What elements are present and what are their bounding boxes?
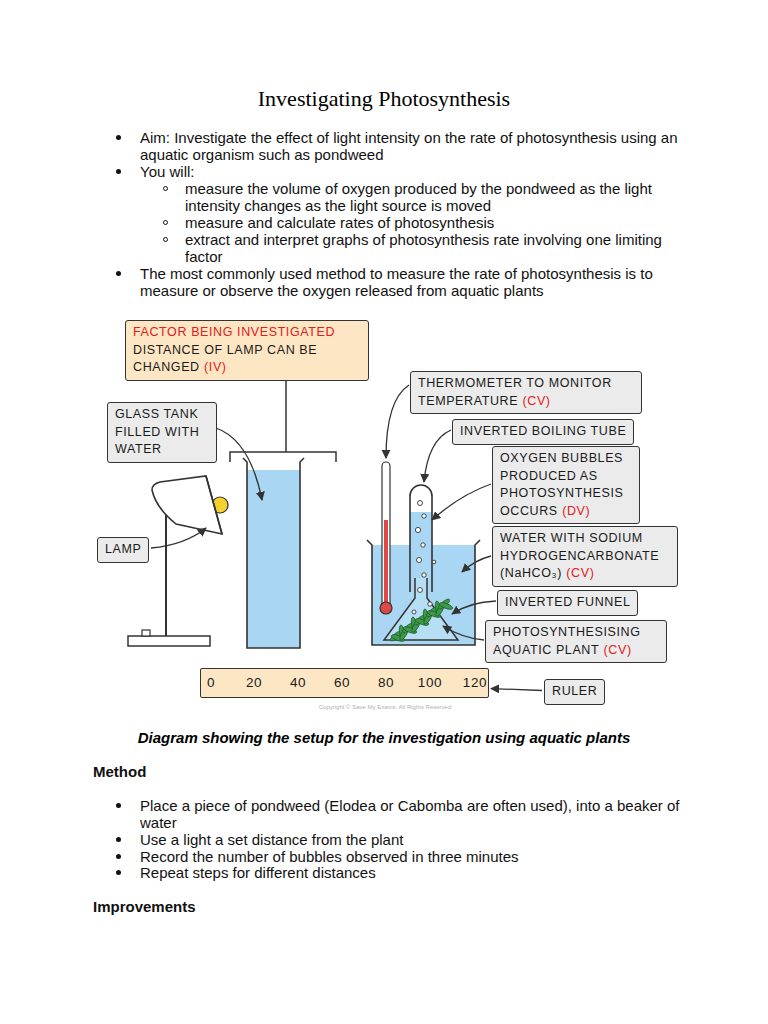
bubble [418, 588, 423, 593]
variable-tag: FACTOR BEING INVESTIGATED [133, 324, 361, 342]
bubble [418, 501, 423, 506]
callout-box: INVERTED FUNNEL [497, 590, 638, 616]
section-heading: Improvements [93, 898, 393, 915]
bullet-text: The most commonly used method to measure… [140, 265, 685, 299]
callout-text: THERMOMETER TO MONITOR TEMPERATURE [418, 376, 612, 408]
bullet-text: Record the number of bubbles observed in… [140, 848, 685, 865]
sub-bullet-text: measure the volume of oxygen produced by… [185, 180, 685, 214]
ruler-number: 40 [290, 674, 306, 692]
leaf [439, 601, 454, 610]
ruler-number: 80 [378, 674, 394, 692]
callout-box: OXYGEN BUBBLES PRODUCED AS PHOTOSYNTHESI… [492, 446, 640, 524]
bubble [422, 514, 426, 518]
sub-bullet-text: measure and calculate rates of photosynt… [185, 214, 685, 231]
figure-caption: Diagram showing the setup for the invest… [0, 729, 768, 747]
watermark: Copyright © Save My Exams. All Rights Re… [300, 703, 470, 711]
variable-tag: (CV) [566, 566, 594, 580]
ruler-number: 60 [334, 674, 350, 692]
funnel-drawing [384, 578, 458, 640]
bubble [428, 602, 432, 606]
bubble [412, 610, 416, 614]
glass-tank-drawing [230, 379, 336, 648]
thermometer-drawing [380, 462, 392, 614]
callout-text: GLASS TANK FILLED WITH WATER [115, 407, 199, 456]
bubble [422, 573, 426, 577]
variable-tag: (CV) [523, 394, 551, 408]
bullet-marker [116, 169, 121, 174]
bubble [432, 560, 436, 564]
connector-arrow [491, 689, 542, 691]
variable-tag: (CV) [604, 643, 632, 657]
bubble [417, 558, 422, 563]
section-heading: Method [93, 763, 393, 780]
callout-box: LAMP [97, 537, 149, 563]
callout-text: INVERTED FUNNEL [505, 595, 630, 609]
bullet-marker [116, 135, 121, 140]
callout-text: OXYGEN BUBBLES PRODUCED AS PHOTOSYNTHESI… [500, 451, 623, 518]
callout-box: WATER WITH SODIUM HYDROGENCARBONATE (NaH… [492, 526, 678, 587]
ruler-number: 100 [418, 674, 442, 692]
ruler-number: 20 [246, 674, 262, 692]
bubble [415, 527, 420, 532]
callout-box: GLASS TANK FILLED WITH WATER [107, 402, 217, 463]
ruler-number: 120 [463, 674, 487, 692]
plant-drawing [389, 598, 453, 643]
sub-bullet-marker [163, 186, 168, 191]
callout-box: THERMOMETER TO MONITOR TEMPERATURE(CV) [410, 371, 642, 414]
callout-box: PHOTOSYNTHESISING AQUATIC PLANT(CV) [485, 620, 667, 663]
callout-text: RULER [552, 684, 597, 698]
bubbles-drawing [412, 501, 436, 615]
bullet-text: Use a light a set distance from the plan… [140, 831, 685, 848]
bullet-text: You will: [140, 163, 685, 180]
page-title: Investigating Photosynthesis [0, 86, 768, 112]
bubble [421, 543, 425, 547]
sub-bullet-text: extract and interpret graphs of photosyn… [185, 231, 685, 265]
variable-tag: (DV) [562, 504, 590, 518]
bullet-text: Place a piece of pondweed (Elodea or Cab… [140, 797, 685, 831]
variable-tag: (IV) [204, 360, 227, 374]
bullet-marker [116, 803, 121, 808]
callout-box: RULER [544, 679, 605, 705]
ruler-number: 0 [207, 674, 215, 692]
callout-box: INVERTED BOILING TUBE [452, 419, 634, 445]
callout-text: LAMP [105, 542, 141, 556]
sub-bullet-marker [163, 237, 168, 242]
sub-bullet-marker [163, 220, 168, 225]
boiling-tube-drawing [410, 485, 432, 592]
factor-box: FACTOR BEING INVESTIGATEDDISTANCE OF LAM… [125, 320, 369, 381]
bullet-text: Repeat steps for different distances [140, 864, 685, 881]
bullet-marker [116, 870, 121, 875]
bullet-text: Aim: Investigate the effect of light int… [140, 129, 685, 163]
bullet-marker [116, 837, 121, 842]
bullet-marker [116, 271, 121, 276]
ruler: 0 20 40 60 80 100 120 [200, 668, 489, 698]
callout-text: INVERTED BOILING TUBE [460, 424, 626, 438]
bullet-marker [116, 854, 121, 859]
